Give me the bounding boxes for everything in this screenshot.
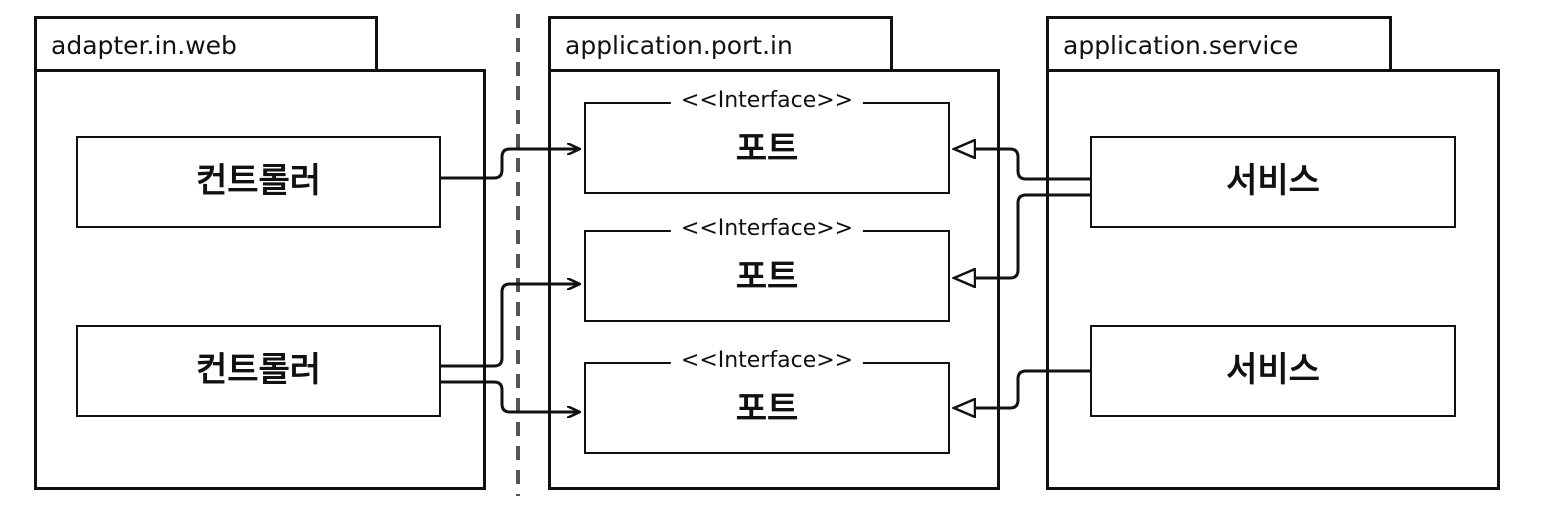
service-box: 서비스 [1090,136,1456,228]
package-tab-adapter-in-web: adapter.in.web [34,16,378,72]
port-interface-box: <<Interface>> 포트 [584,215,950,322]
package-adapter-in-web [34,69,486,490]
package-title-adapter-in-web: adapter.in.web [51,31,237,60]
port-label: 포트 [735,257,799,297]
controller-label: 컨트롤러 [195,161,322,201]
port-label: 포트 [735,389,799,429]
controller-box: 컨트롤러 [76,325,441,417]
interface-stereotype: <<Interface>> [670,215,864,243]
service-label: 서비스 [1226,350,1320,390]
port-interface-box: <<Interface>> 포트 [584,87,950,194]
package-application-service [1046,69,1500,490]
interface-stereotype: <<Interface>> [670,87,864,115]
package-title-application-port-in: application.port.in [565,31,793,60]
controller-label: 컨트롤러 [195,350,322,390]
package-tab-application-service: application.service [1046,16,1392,72]
port-label: 포트 [735,129,799,169]
package-title-application-service: application.service [1063,31,1299,60]
interface-stereotype: <<Interface>> [670,347,864,375]
service-label: 서비스 [1226,161,1320,201]
port-interface-box: <<Interface>> 포트 [584,347,950,454]
service-box: 서비스 [1090,325,1456,417]
controller-box: 컨트롤러 [76,136,441,228]
package-tab-application-port-in: application.port.in [548,16,893,72]
